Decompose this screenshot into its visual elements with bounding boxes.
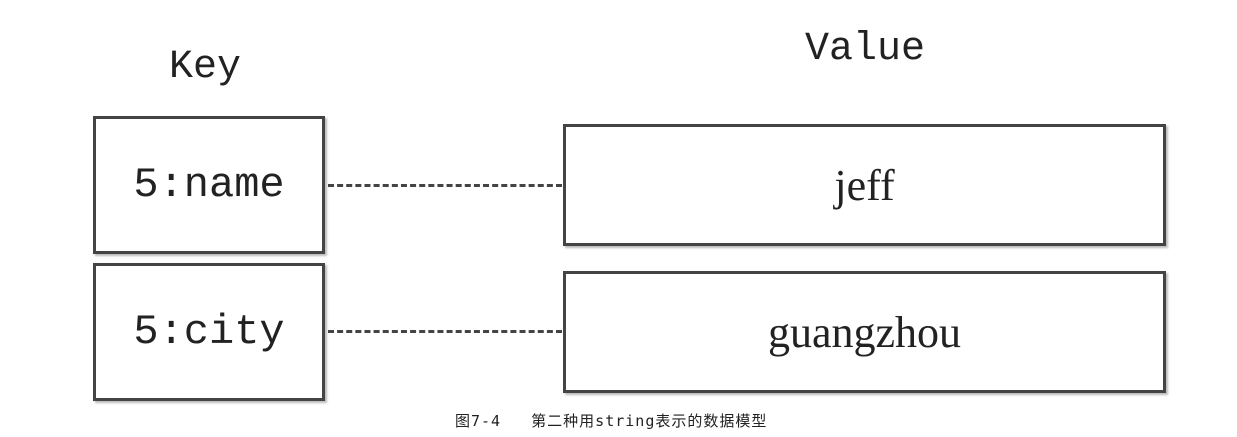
connector-line (328, 184, 562, 187)
key-label: 5:name (133, 161, 285, 209)
key-box-city: 5:city (93, 263, 325, 401)
connector-line (328, 330, 562, 333)
key-header: Key (168, 45, 241, 90)
value-label: guangzhou (767, 307, 962, 357)
key-label: 5:city (133, 308, 285, 356)
key-box-name: 5:name (93, 116, 325, 254)
value-box-jeff: jeff (563, 124, 1166, 246)
figure-caption: 图7-4 第二种用string表示的数据模型 (455, 412, 768, 430)
value-header: Value (804, 27, 926, 72)
value-box-guangzhou: guangzhou (563, 271, 1166, 393)
value-label: jeff (834, 160, 895, 210)
